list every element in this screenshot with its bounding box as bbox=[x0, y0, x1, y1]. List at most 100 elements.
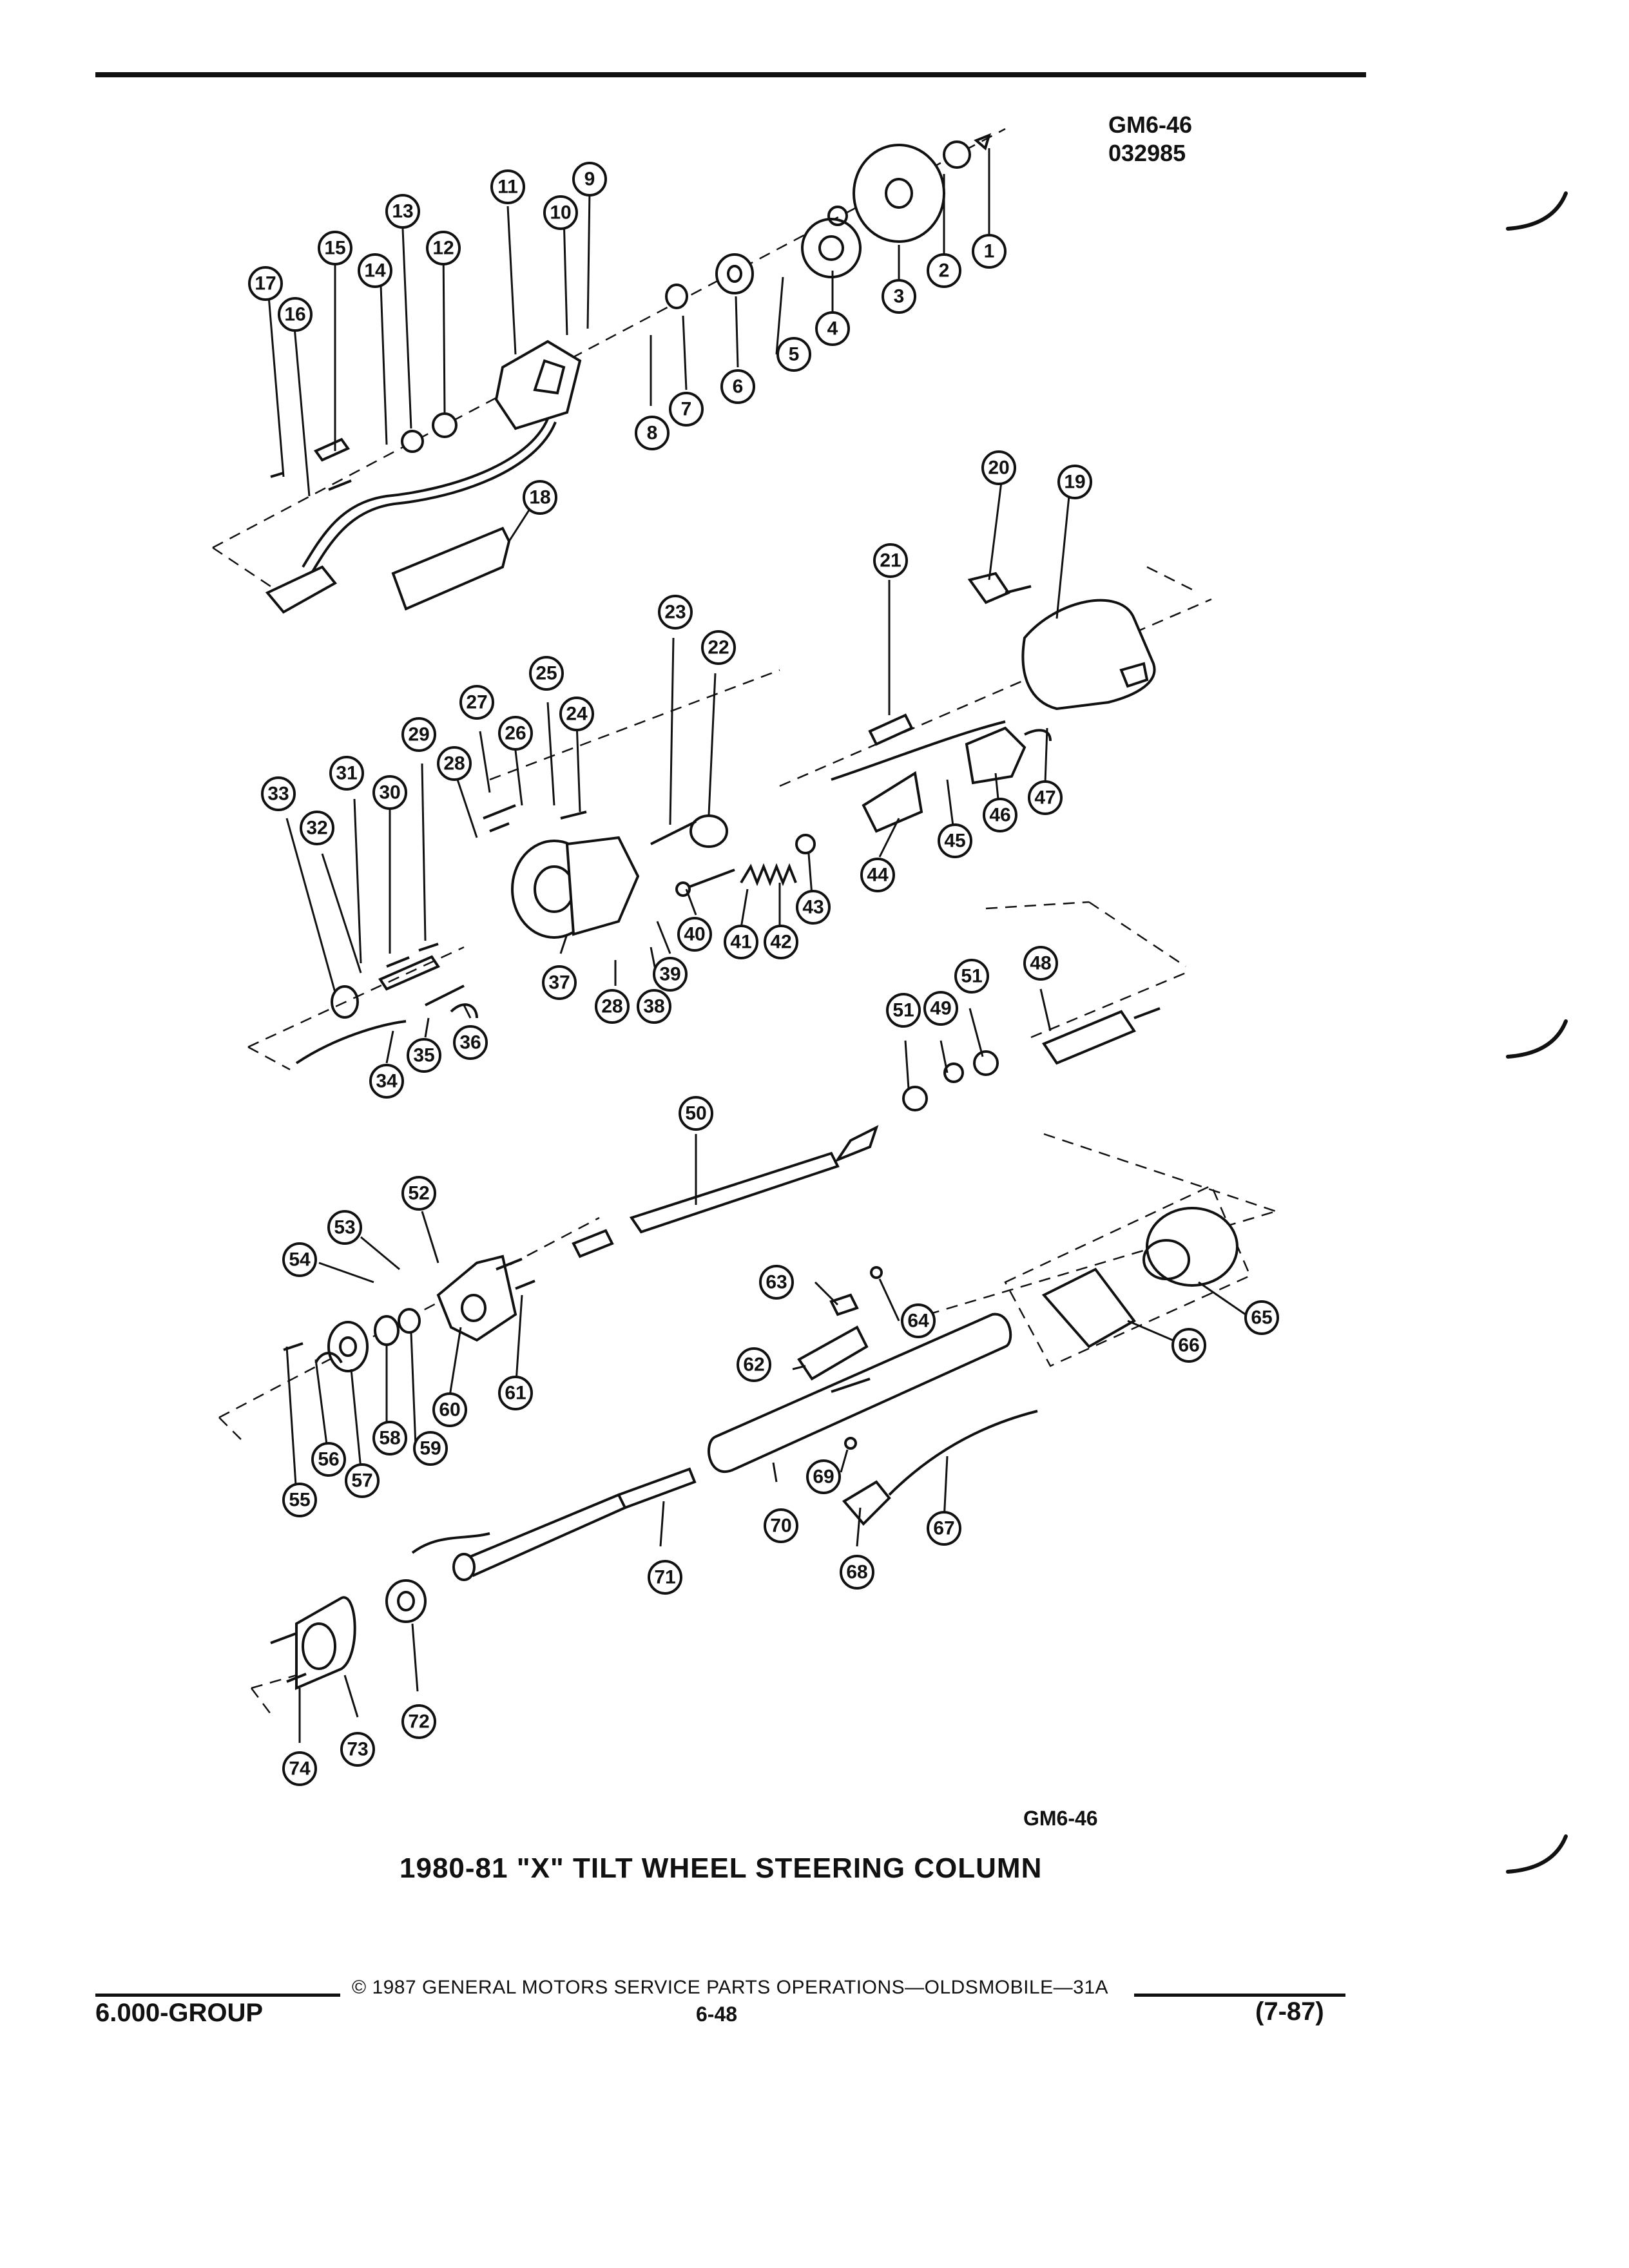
svg-text:45: 45 bbox=[944, 831, 965, 852]
svg-text:12: 12 bbox=[432, 238, 454, 259]
svg-text:51: 51 bbox=[961, 966, 982, 987]
svg-text:28: 28 bbox=[601, 996, 622, 1017]
callout-41: 41 bbox=[724, 925, 758, 959]
top-rule bbox=[95, 72, 1366, 77]
svg-text:32: 32 bbox=[306, 818, 327, 839]
svg-text:24: 24 bbox=[566, 704, 588, 725]
svg-text:48: 48 bbox=[1030, 953, 1051, 974]
svg-text:35: 35 bbox=[413, 1045, 434, 1066]
svg-text:5: 5 bbox=[789, 344, 800, 365]
callout-63: 63 bbox=[759, 1265, 794, 1300]
callout-69: 69 bbox=[806, 1459, 841, 1494]
callout-10: 10 bbox=[543, 195, 578, 230]
figure-code: GM6-46 bbox=[1023, 1807, 1098, 1830]
svg-text:51: 51 bbox=[892, 1000, 914, 1021]
callout-13: 13 bbox=[385, 194, 420, 229]
svg-text:72: 72 bbox=[408, 1711, 429, 1733]
svg-text:17: 17 bbox=[255, 273, 276, 294]
svg-text:74: 74 bbox=[289, 1758, 311, 1780]
callout-40: 40 bbox=[677, 917, 712, 952]
svg-text:54: 54 bbox=[289, 1249, 311, 1271]
callout-55: 55 bbox=[282, 1483, 317, 1517]
svg-text:14: 14 bbox=[364, 260, 386, 282]
callout-50: 50 bbox=[679, 1096, 713, 1131]
svg-text:61: 61 bbox=[505, 1383, 526, 1404]
callout-70: 70 bbox=[764, 1508, 798, 1543]
svg-text:36: 36 bbox=[459, 1032, 481, 1053]
callout-26: 26 bbox=[498, 716, 533, 751]
callout-3: 3 bbox=[882, 279, 916, 314]
group-shaft bbox=[629, 901, 1186, 1234]
svg-text:3: 3 bbox=[894, 286, 905, 307]
callout-53: 53 bbox=[327, 1210, 362, 1245]
footer-revision: (7-87) bbox=[1255, 1997, 1324, 2026]
callout-73: 73 bbox=[340, 1732, 375, 1767]
svg-text:39: 39 bbox=[659, 964, 680, 985]
callout-34: 34 bbox=[369, 1064, 404, 1099]
callout-68: 68 bbox=[840, 1555, 874, 1590]
svg-text:53: 53 bbox=[334, 1217, 355, 1238]
callout-9: 9 bbox=[572, 162, 607, 197]
callout-51a: 51 bbox=[886, 993, 921, 1028]
callout-27: 27 bbox=[459, 685, 494, 720]
binder-mark-bottom bbox=[1506, 1834, 1568, 1874]
svg-text:16: 16 bbox=[284, 304, 305, 325]
svg-text:70: 70 bbox=[770, 1515, 791, 1537]
callout-36: 36 bbox=[453, 1025, 488, 1060]
svg-text:64: 64 bbox=[907, 1311, 929, 1332]
svg-text:21: 21 bbox=[880, 550, 901, 572]
leader-lines bbox=[266, 148, 1251, 1743]
svg-text:26: 26 bbox=[505, 723, 526, 744]
footer-group: 6.000-GROUP bbox=[95, 1999, 264, 2027]
header-code: GM6-46 032985 bbox=[1108, 111, 1192, 168]
svg-text:60: 60 bbox=[439, 1399, 460, 1421]
callout-51b: 51 bbox=[954, 959, 989, 994]
callout-59: 59 bbox=[413, 1431, 448, 1466]
callout-20: 20 bbox=[981, 450, 1016, 485]
callout-35: 35 bbox=[407, 1038, 441, 1073]
svg-text:25: 25 bbox=[535, 663, 557, 684]
svg-text:7: 7 bbox=[681, 399, 692, 420]
header-code-line2: 032985 bbox=[1108, 140, 1186, 166]
callout-67: 67 bbox=[927, 1511, 961, 1546]
callout-12: 12 bbox=[426, 231, 461, 265]
callout-74: 74 bbox=[282, 1751, 317, 1786]
binder-mark-top bbox=[1506, 191, 1568, 231]
callout-8: 8 bbox=[635, 416, 670, 450]
svg-text:15: 15 bbox=[324, 238, 345, 259]
svg-text:47: 47 bbox=[1034, 787, 1055, 809]
footer-page-number: 6-48 bbox=[696, 2003, 738, 2026]
svg-text:65: 65 bbox=[1251, 1307, 1272, 1329]
svg-text:9: 9 bbox=[584, 169, 595, 190]
callout-28: 28 bbox=[437, 746, 472, 781]
callout-46: 46 bbox=[983, 798, 1017, 832]
svg-text:52: 52 bbox=[408, 1183, 429, 1204]
svg-text:2: 2 bbox=[939, 260, 950, 282]
binder-mark-middle bbox=[1506, 1019, 1568, 1059]
callout-29: 29 bbox=[401, 717, 436, 752]
svg-text:59: 59 bbox=[419, 1438, 441, 1459]
callout-4: 4 bbox=[815, 311, 850, 346]
callout-32: 32 bbox=[300, 811, 334, 845]
svg-text:28: 28 bbox=[443, 753, 465, 774]
group-housing bbox=[247, 566, 1212, 1071]
callout-49: 49 bbox=[923, 991, 958, 1026]
callout-7: 7 bbox=[669, 392, 704, 427]
callout-11: 11 bbox=[490, 169, 525, 204]
callout-18: 18 bbox=[523, 480, 557, 515]
svg-text:63: 63 bbox=[766, 1272, 787, 1293]
callout-48: 48 bbox=[1023, 946, 1058, 981]
callout-2: 2 bbox=[927, 253, 961, 288]
footer-copyright: © 1987 GENERAL MOTORS SERVICE PARTS OPER… bbox=[352, 1977, 1109, 1998]
svg-text:4: 4 bbox=[827, 318, 838, 340]
callout-17: 17 bbox=[248, 266, 283, 301]
group-turn-signal bbox=[212, 128, 1006, 614]
svg-text:37: 37 bbox=[548, 972, 570, 994]
svg-text:11: 11 bbox=[497, 177, 518, 198]
callout-44: 44 bbox=[860, 858, 895, 892]
svg-text:20: 20 bbox=[988, 457, 1009, 479]
callout-22: 22 bbox=[701, 630, 736, 665]
svg-text:29: 29 bbox=[408, 724, 429, 745]
callout-43: 43 bbox=[796, 890, 831, 925]
svg-text:46: 46 bbox=[989, 805, 1010, 826]
